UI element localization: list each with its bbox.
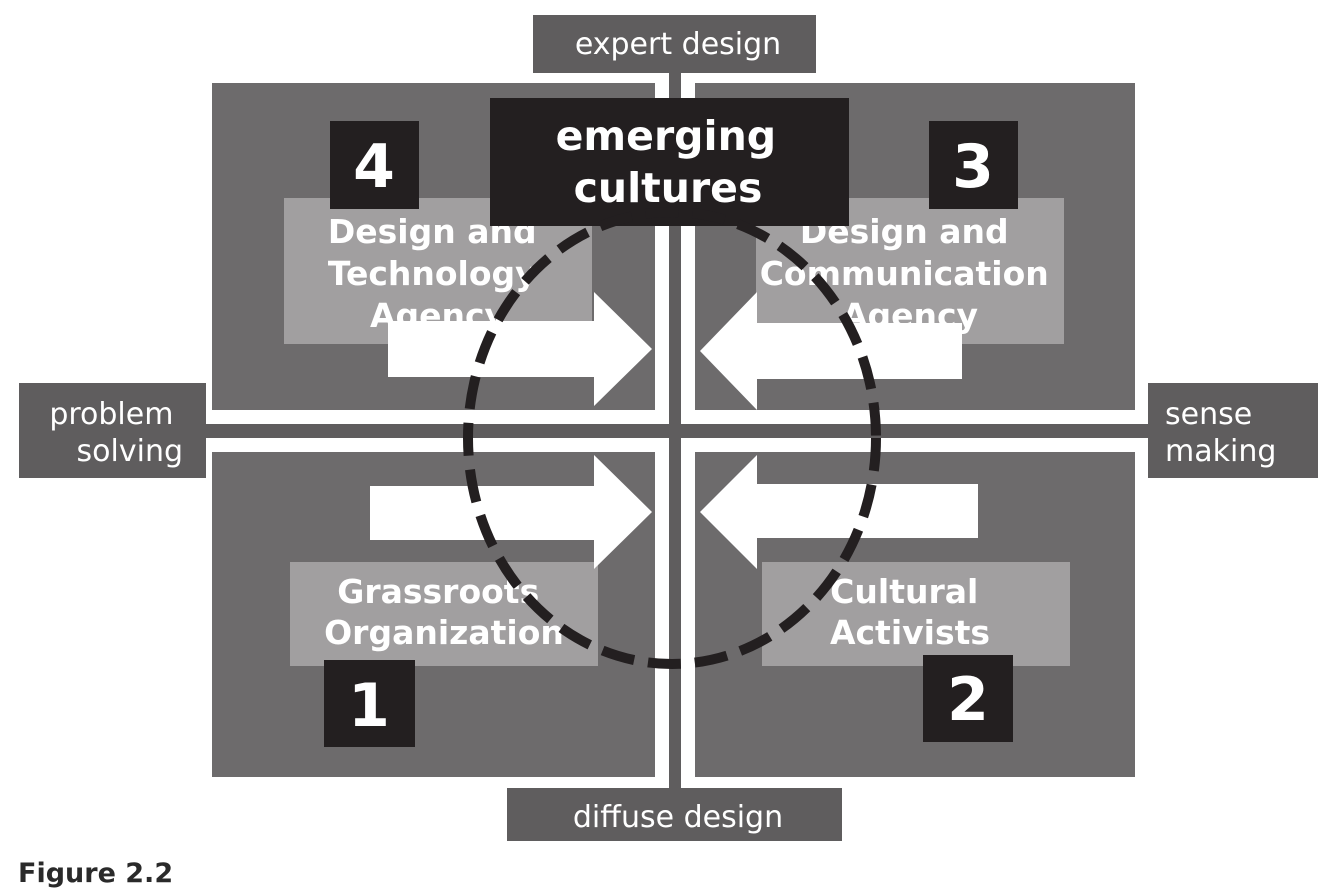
arrow-left-top-icon <box>700 292 962 410</box>
quadrant-2-label-line-1: Cultural <box>830 572 978 611</box>
axis-right-box <box>1148 383 1318 478</box>
quadrant-1-label-line-2: Organization <box>324 613 564 652</box>
axis-right-label-line-1: sense <box>1165 397 1252 432</box>
axis-right-label: sense making <box>1165 397 1276 469</box>
axis-top-label: expert design <box>575 27 781 62</box>
center-title-box <box>490 98 849 226</box>
axis-left-label: problem solving <box>49 397 183 469</box>
quadrant-2-label-box <box>762 562 1070 666</box>
quadrant-2-label-line-2: Activists <box>830 613 990 652</box>
quadrant-3-number: 3 <box>952 132 994 202</box>
axis-bottom-label: diffuse design <box>573 800 783 835</box>
axis-left-box <box>19 383 206 478</box>
arrow-right-bottom-icon <box>370 455 652 569</box>
quadrant-3-number-box <box>929 121 1018 209</box>
axis-right-label-line-2: making <box>1165 434 1276 469</box>
quadrant-2-number: 2 <box>947 665 989 735</box>
quadrant-3-label-line-2: Communication <box>760 254 1049 293</box>
center-title-line-2: cultures <box>574 164 763 212</box>
figure-caption: Figure 2.2 <box>18 858 174 889</box>
quadrant-1-label-line-1: Grassroots <box>337 572 539 611</box>
arrow-right-top-icon <box>388 292 652 406</box>
quadrant-1-number: 1 <box>348 671 390 741</box>
axis-left-label-line-2: solving <box>77 434 183 469</box>
quadrant-1-number-box <box>324 660 415 747</box>
quadrant-2-number-box <box>923 655 1013 742</box>
center-title-line-1: emerging <box>556 112 777 160</box>
quadrant-2-label: Cultural Activists <box>830 572 990 652</box>
arrow-left-bottom-icon <box>700 455 978 569</box>
axis-bottom-box <box>507 788 842 841</box>
center-title: emerging cultures <box>556 112 791 212</box>
quadrant-1-label: Grassroots Organization <box>324 572 564 652</box>
axis-left-label-line-1: problem <box>49 397 173 432</box>
quadrant-4-label-line-2: Technology <box>328 254 537 293</box>
quadrant-4-number-box <box>330 121 419 209</box>
quadrant-4-number: 4 <box>353 132 395 202</box>
horizontal-axis-line <box>195 424 1155 438</box>
dashed-circle <box>463 207 881 669</box>
axis-top-box <box>533 15 816 73</box>
